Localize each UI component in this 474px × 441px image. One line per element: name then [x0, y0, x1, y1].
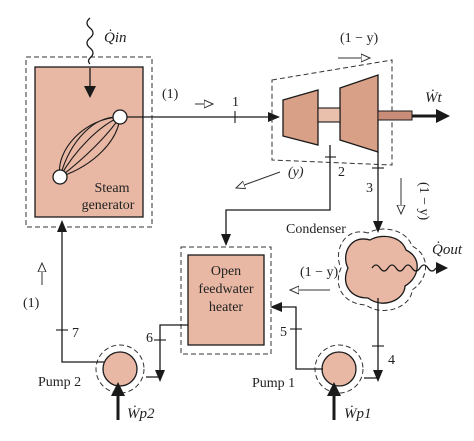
pipe-state-5: 5 (1 − y) [270, 265, 339, 370]
state-7-label: 7 [72, 326, 79, 341]
flow-1-label: (1) [162, 87, 179, 102]
pump-2: Pump 2 Ẇp2 [38, 344, 155, 422]
feedwater-fraction-label: (1 − y) [300, 265, 339, 280]
state-6-label: 6 [146, 331, 153, 346]
heat-output-wavy-arrow [371, 264, 437, 272]
ofwh-body [187, 254, 265, 346]
pipe-5-arrowhead [270, 302, 282, 312]
pipe-7-arrowhead [57, 220, 67, 232]
pipe-state-3: 3 (1 − y) [366, 152, 431, 233]
condenser-boundary [337, 228, 426, 311]
turbine-fraction-label: (1 − y) [340, 31, 379, 46]
pipe-2-arrowhead [221, 234, 231, 246]
q-in-label: Q̇in [104, 30, 127, 46]
work-output-arrowhead [436, 109, 450, 123]
pump-2-label: Pump 2 [38, 375, 81, 390]
condenser-fraction-label: (1 − y) [416, 182, 431, 221]
pipe-1-arrowhead [268, 112, 280, 122]
heat-output-arrowhead [436, 262, 448, 274]
heat-input-wavy-arrow [86, 17, 94, 65]
turbine-interstage [317, 107, 341, 123]
pipe-state-4: 4 [364, 298, 395, 382]
pipe-state-1: 1 (1) [127, 87, 280, 123]
turbine-boundary [271, 59, 393, 166]
ofwh-label-line3: heater [209, 300, 244, 315]
extraction-fraction-label: (y) [288, 165, 304, 180]
w-p1-label: Ẇp1 [344, 405, 372, 422]
state-3-label: 3 [366, 181, 373, 196]
pump-1-body [321, 351, 357, 387]
extraction-hollow-arrow [236, 171, 281, 188]
pipe-4-arrowhead [373, 370, 383, 382]
condenser: Condenser Q̇out [286, 222, 463, 311]
pump-1: Pump 1 Ẇp1 [252, 344, 372, 422]
steam-generator-label-line2: generator [82, 198, 135, 213]
heat-input: Q̇in [84, 17, 127, 98]
ofwh-label-line1: Open [211, 264, 241, 279]
state-1-label: 1 [232, 95, 239, 110]
pump-2-boundary [95, 344, 145, 394]
turbine-shaft [377, 110, 413, 121]
condenser-label: Condenser [286, 222, 346, 237]
pipe-state-7: 7 (1) [23, 220, 104, 363]
turbine: Ẇt (1 − y) [271, 31, 450, 166]
pipe-3-arrowhead [373, 221, 383, 233]
state-2-label: 2 [338, 165, 345, 180]
pipe-state-2: 2 (y) [221, 145, 345, 246]
w-t-label: Ẇt [425, 89, 442, 106]
pump-1-work-arrowhead [327, 382, 341, 396]
water-inlet-header [52, 169, 68, 185]
ofwh-boundary [180, 246, 272, 355]
heat-input-arrowhead [84, 86, 96, 98]
steam-outlet-header [112, 109, 128, 125]
steam-generator-boundary [25, 56, 153, 228]
q-out-label: Q̇out [432, 242, 463, 258]
turbine-stage-2 [339, 74, 379, 153]
pump-2-work-arrowhead [111, 382, 125, 396]
pipe-6-arrowhead [155, 370, 165, 382]
ofwh-label-line2: feedwater [198, 282, 254, 297]
return-fraction-label: (1) [23, 296, 40, 311]
pump-2-body [102, 351, 138, 387]
pipe-state-6: 6 [146, 324, 188, 382]
steam-generator: Steam generator [25, 56, 153, 228]
turbine-stage-1 [282, 89, 319, 146]
open-feedwater-heater: Open feedwater heater [180, 246, 272, 355]
state-5-label: 5 [280, 325, 287, 340]
w-p2-label: Ẇp2 [127, 405, 155, 422]
steam-generator-label-line1: Steam [95, 181, 130, 196]
state-4-label: 4 [388, 353, 395, 368]
pump-1-label: Pump 1 [252, 376, 295, 391]
